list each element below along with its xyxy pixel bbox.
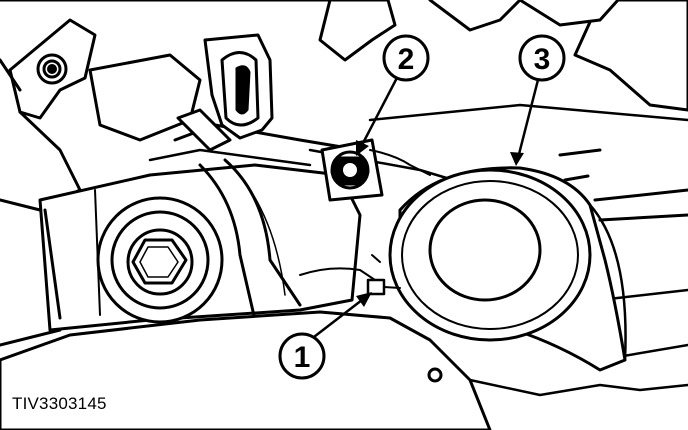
callout-3: 3 bbox=[518, 34, 566, 82]
callout-1: 1 bbox=[278, 332, 326, 380]
bolt-top-left bbox=[36, 53, 68, 85]
callout-2-number: 2 bbox=[398, 43, 415, 76]
horn-bracket bbox=[320, 138, 431, 202]
rubber-mount bbox=[176, 33, 274, 152]
horn bbox=[388, 166, 627, 372]
callout-2: 2 bbox=[382, 34, 430, 82]
callout-3-number: 3 bbox=[534, 43, 551, 76]
leader-lines bbox=[308, 70, 542, 342]
bushing bbox=[96, 196, 224, 324]
leader-arrowheads bbox=[356, 140, 524, 307]
figure-code: TIV3303145 bbox=[12, 394, 107, 413]
horn-wire bbox=[299, 254, 401, 296]
callout-1-number: 1 bbox=[294, 341, 311, 374]
